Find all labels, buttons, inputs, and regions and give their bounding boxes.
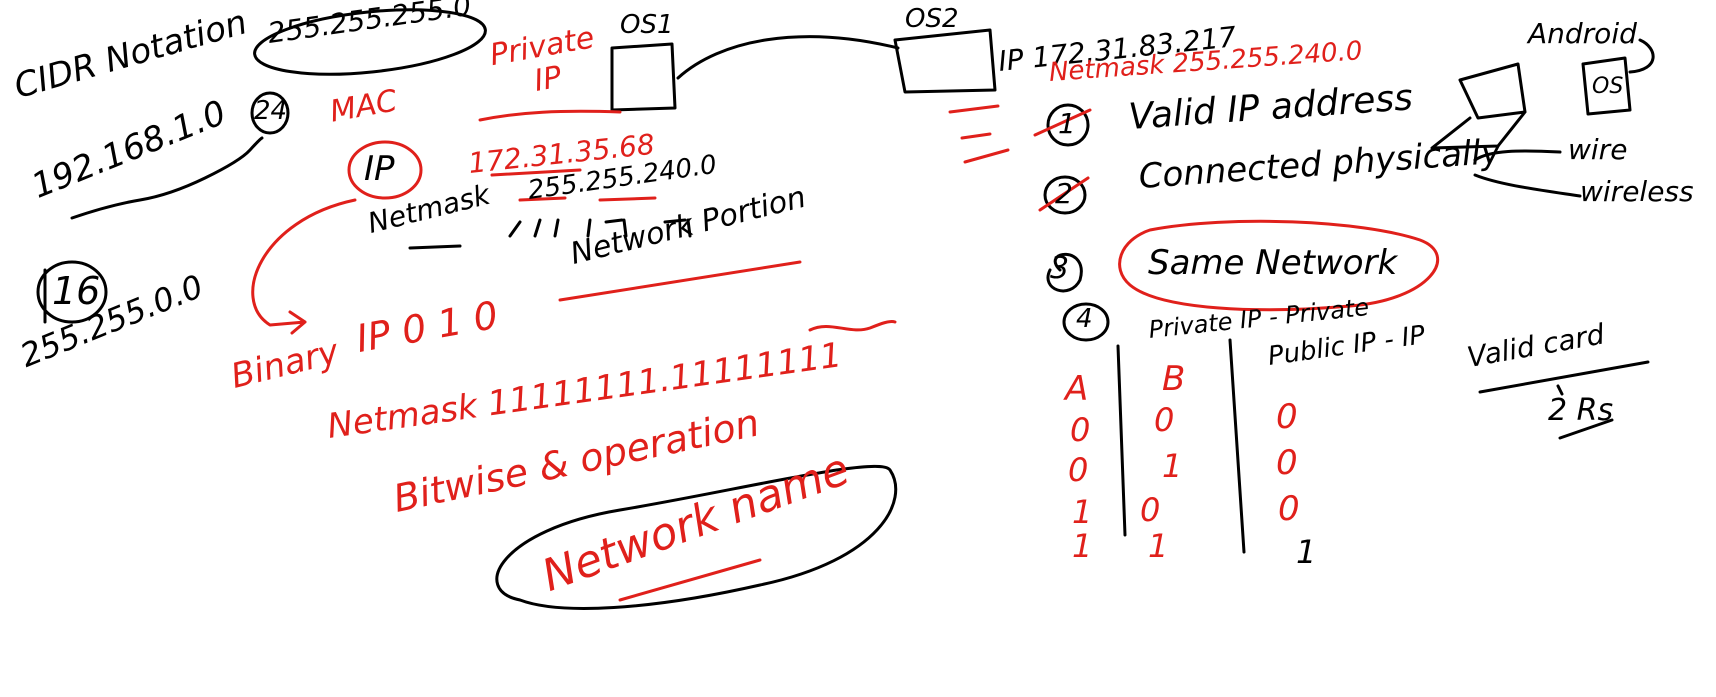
table-b-3: 1 bbox=[1148, 527, 1169, 565]
private-ip-squiggle bbox=[478, 109, 622, 122]
table-b-2: 0 bbox=[1140, 491, 1161, 529]
num2-circle bbox=[1043, 175, 1087, 215]
network-name-ellipse bbox=[495, 464, 898, 610]
os-link bbox=[676, 35, 900, 80]
prefix-24: 24 bbox=[254, 96, 288, 126]
table-divider-1 bbox=[1116, 344, 1127, 537]
num1-circle bbox=[1046, 103, 1090, 147]
wire-bracket bbox=[1473, 149, 1582, 198]
laptop-icon bbox=[1430, 62, 1527, 150]
num-2: 2 bbox=[1055, 177, 1073, 210]
prefix-16-circle bbox=[36, 260, 108, 324]
phone-icon bbox=[1581, 56, 1632, 116]
table-divider-2 bbox=[1228, 338, 1246, 554]
table-a-3: 1 bbox=[1072, 527, 1093, 565]
prefix-16: 16 bbox=[52, 269, 101, 313]
binary-arrow bbox=[251, 198, 357, 335]
ip-squiggle bbox=[70, 136, 264, 220]
table-header-a: A bbox=[1065, 369, 1089, 409]
table-header-b: B bbox=[1162, 359, 1186, 399]
table-result-0: 0 bbox=[1276, 397, 1298, 437]
os1-label: OS1 bbox=[620, 10, 674, 40]
ip-circle-label: IP bbox=[364, 149, 395, 189]
num-3: 3 bbox=[1050, 251, 1070, 286]
wireless-label: wireless bbox=[1580, 175, 1694, 208]
same-network-ellipse bbox=[1118, 219, 1440, 312]
table-b-0: 0 bbox=[1154, 401, 1175, 439]
table-a-0: 0 bbox=[1070, 411, 1091, 449]
table-result-2: 0 bbox=[1278, 489, 1300, 529]
table-result-1: 0 bbox=[1276, 443, 1298, 483]
table-a-2: 1 bbox=[1072, 493, 1093, 531]
num-4: 4 bbox=[1076, 304, 1093, 334]
os2-box bbox=[893, 28, 997, 94]
mask-ellipse bbox=[253, 8, 487, 76]
two-rs: 2 Rs bbox=[1548, 393, 1614, 428]
android-label: Android bbox=[1528, 17, 1637, 50]
wire-label: wire bbox=[1568, 133, 1628, 166]
table-b-1: 1 bbox=[1162, 447, 1183, 485]
os2-label: OS2 bbox=[905, 4, 959, 34]
ip-circle bbox=[347, 140, 423, 200]
prefix-24-circle bbox=[250, 91, 290, 135]
item-3: Same Network bbox=[1148, 243, 1398, 283]
os-box-label: OS bbox=[1592, 74, 1624, 99]
table-result-3: 1 bbox=[1296, 533, 1317, 571]
table-a-1: 0 bbox=[1068, 451, 1089, 489]
os1-box bbox=[610, 42, 677, 112]
num4-circle bbox=[1062, 302, 1110, 342]
num-1: 1 bbox=[1058, 107, 1076, 140]
